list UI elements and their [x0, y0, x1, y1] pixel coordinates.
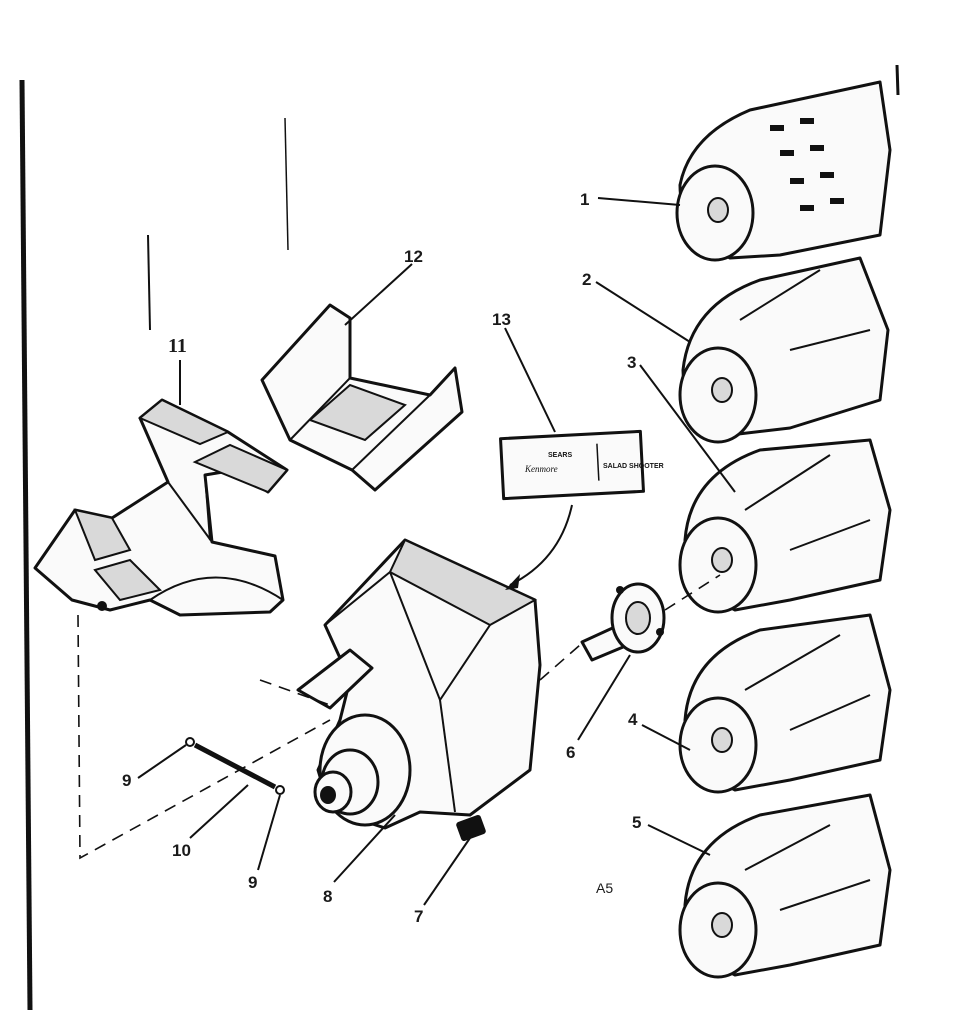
callout-10: 10: [172, 841, 191, 860]
callout-5: 5: [632, 813, 641, 832]
scan-mark-1: [147, 234, 151, 331]
leader-9b: [257, 794, 281, 871]
part-11-feed-chute: [33, 398, 289, 617]
leader-10: [189, 784, 249, 839]
part-3-shredding-cone: [678, 438, 892, 614]
scan-mark-2: [284, 117, 289, 251]
scan-edge-left: [19, 79, 33, 1011]
badge-brand-script: Kenmore: [524, 464, 558, 474]
callout-8: 8: [323, 887, 332, 906]
leader-8: [333, 814, 396, 883]
leader-5: [647, 824, 711, 856]
leader-9a: [137, 744, 187, 779]
leader-6: [577, 654, 631, 741]
callout-12: 12: [404, 247, 423, 266]
part-13-name-badge: SEARS Kenmore SALAD SHOOTER: [499, 429, 664, 501]
callout-6: 6: [566, 743, 575, 762]
callout-3: 3: [627, 353, 636, 372]
part-2-grating-cone: [678, 256, 890, 444]
leader-1: [597, 197, 681, 206]
assembly-line-chute-left: [77, 614, 331, 860]
part-8-housing: [296, 538, 542, 830]
callout-7: 7: [414, 907, 423, 926]
callout-11: 11: [168, 335, 187, 357]
leader-13-arrow: [509, 504, 573, 586]
callout-9b: 9: [248, 873, 257, 892]
badge-brand-top: SEARS: [548, 452, 572, 459]
figure-code: A5: [596, 880, 613, 896]
callout-9a: 9: [122, 771, 131, 790]
assembly-line-pin: [259, 679, 331, 706]
leader-13: [504, 327, 556, 433]
callout-13: 13: [492, 310, 511, 329]
part-6-drive-shaft: [580, 582, 666, 662]
badge-product: SALAD SHOOTER: [603, 463, 664, 470]
assembly-line-cone: [664, 574, 721, 611]
leader-2: [595, 281, 691, 343]
scan-edge-right: [895, 64, 900, 96]
part-5-ripple-cone: [678, 793, 892, 979]
part-10-pivot-pin: [185, 737, 285, 795]
callout-4: 4: [628, 710, 638, 729]
leader-4: [641, 724, 691, 751]
callout-1: 1: [580, 190, 589, 209]
leader-7: [423, 837, 471, 906]
assembly-line-shaft: [539, 644, 581, 681]
part-4-thick-slicing-cone: [678, 613, 892, 794]
leader-12: [344, 263, 413, 326]
part-7-screw: [456, 815, 486, 841]
part-1-slicing-cone: [675, 80, 892, 262]
leader-3: [639, 364, 736, 493]
part-12-pusher-tray: [260, 303, 464, 492]
callout-2: 2: [582, 270, 591, 289]
